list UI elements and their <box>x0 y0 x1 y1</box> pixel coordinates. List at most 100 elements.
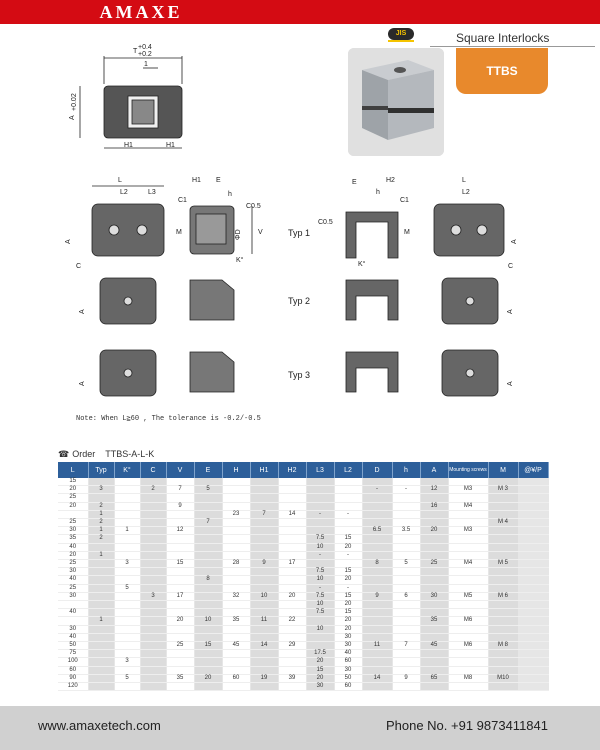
table-cell <box>114 608 141 618</box>
table-cell: 5 <box>392 559 421 569</box>
table-cell <box>278 551 307 561</box>
table-cell <box>392 502 421 511</box>
table-header-cell: C <box>140 462 167 478</box>
table-cell: - <box>334 584 363 593</box>
table-cell <box>448 625 489 634</box>
table-cell <box>488 510 519 520</box>
table-cell <box>306 493 335 503</box>
website-link[interactable]: www.amaxetech.com <box>38 718 161 733</box>
table-cell <box>518 657 549 667</box>
dim-a-typ1-label: A <box>65 239 72 244</box>
table-cell: 20 <box>166 616 195 626</box>
phone-number: Phone No. +91 9873411841 <box>385 718 548 733</box>
table-cell <box>488 526 519 536</box>
table-cell <box>140 608 167 618</box>
table-cell: 20 <box>420 526 449 536</box>
table-cell <box>166 666 195 675</box>
table-cell <box>140 584 167 593</box>
table-cell: M4 <box>448 559 489 569</box>
table-cell <box>448 534 489 544</box>
table-cell: 3 <box>114 559 141 569</box>
table-cell <box>392 493 421 503</box>
table-cell <box>448 551 489 561</box>
table-cell: 7.5 <box>306 592 335 602</box>
dim-c05-mating-label: C0.5 <box>318 219 333 226</box>
dim-l2-label: L2 <box>120 189 128 196</box>
table-cell <box>334 526 363 536</box>
table-cell <box>420 518 449 528</box>
table-cell <box>420 682 449 692</box>
table-cell <box>140 600 167 610</box>
table-cell <box>194 600 223 610</box>
dim-t-tol-upper: +0.4 <box>138 44 152 51</box>
table-cell <box>362 584 393 593</box>
table-cell <box>334 518 363 528</box>
table-header-cell: H1 <box>250 462 279 478</box>
table-cell <box>334 485 363 495</box>
table-cell: 30 <box>58 592 89 602</box>
dim-1-label: 1 <box>144 61 148 68</box>
table-cell <box>488 649 519 659</box>
table-header-cell: Typ <box>88 462 115 478</box>
table-cell <box>306 641 335 651</box>
technical-drawings: T +0.4 +0.2 1 A +0.02 H1 H1 L L2 L3 C A … <box>65 44 518 397</box>
table-cell <box>58 616 89 626</box>
table-cell: 30 <box>58 625 89 634</box>
table-cell <box>114 625 141 634</box>
table-header-cell: Mounting screws <box>448 462 489 478</box>
table-cell <box>362 600 393 610</box>
table-cell <box>250 657 279 667</box>
table-cell <box>518 633 549 643</box>
dim-t-tol-lower: +0.2 <box>138 51 152 58</box>
table-cell <box>194 534 223 544</box>
dim-a-label: A <box>69 115 76 120</box>
table-cell <box>278 584 307 593</box>
table-cell <box>88 649 115 659</box>
table-cell <box>222 584 251 593</box>
table-cell: M6 <box>448 616 489 626</box>
table-cell <box>278 682 307 692</box>
table-cell: 20 <box>334 616 363 626</box>
table-cell <box>362 633 393 643</box>
product-photo <box>348 48 444 156</box>
table-cell <box>166 567 195 577</box>
table-cell <box>88 682 115 692</box>
table-cell <box>114 641 141 651</box>
table-cell <box>420 666 449 675</box>
table-cell: 15 <box>306 666 335 675</box>
table-cell: 7.5 <box>306 608 335 618</box>
table-cell <box>420 649 449 659</box>
table-cell <box>448 608 489 618</box>
table-cell: 15 <box>334 592 363 602</box>
table-cell: 6.5 <box>362 526 393 536</box>
table-cell: 23 <box>222 510 251 520</box>
typ3-drawings <box>99 349 499 397</box>
table-cell <box>194 649 223 659</box>
table-cell <box>362 625 393 634</box>
table-cell: 3 <box>114 657 141 667</box>
table-cell <box>194 567 223 577</box>
table-cell <box>166 543 195 552</box>
table-cell: 50 <box>334 674 363 684</box>
table-cell: M 8 <box>488 641 519 651</box>
table-cell: 25 <box>58 493 89 503</box>
table-header-cell: V <box>166 462 195 478</box>
table-cell <box>420 625 449 634</box>
table-cell <box>278 567 307 577</box>
table-cell: 2 <box>88 502 115 511</box>
table-cell: 25 <box>58 584 89 593</box>
table-cell <box>222 682 251 692</box>
table-cell: 2 <box>88 534 115 544</box>
table-cell <box>488 567 519 577</box>
table-cell <box>420 567 449 577</box>
table-cell: 9 <box>392 674 421 684</box>
table-cell <box>250 682 279 692</box>
table-cell <box>140 534 167 544</box>
table-cell: 10 <box>306 575 335 585</box>
table-cell <box>362 657 393 667</box>
table-cell <box>250 534 279 544</box>
table-cell: 65 <box>420 674 449 684</box>
table-cell <box>194 633 223 643</box>
